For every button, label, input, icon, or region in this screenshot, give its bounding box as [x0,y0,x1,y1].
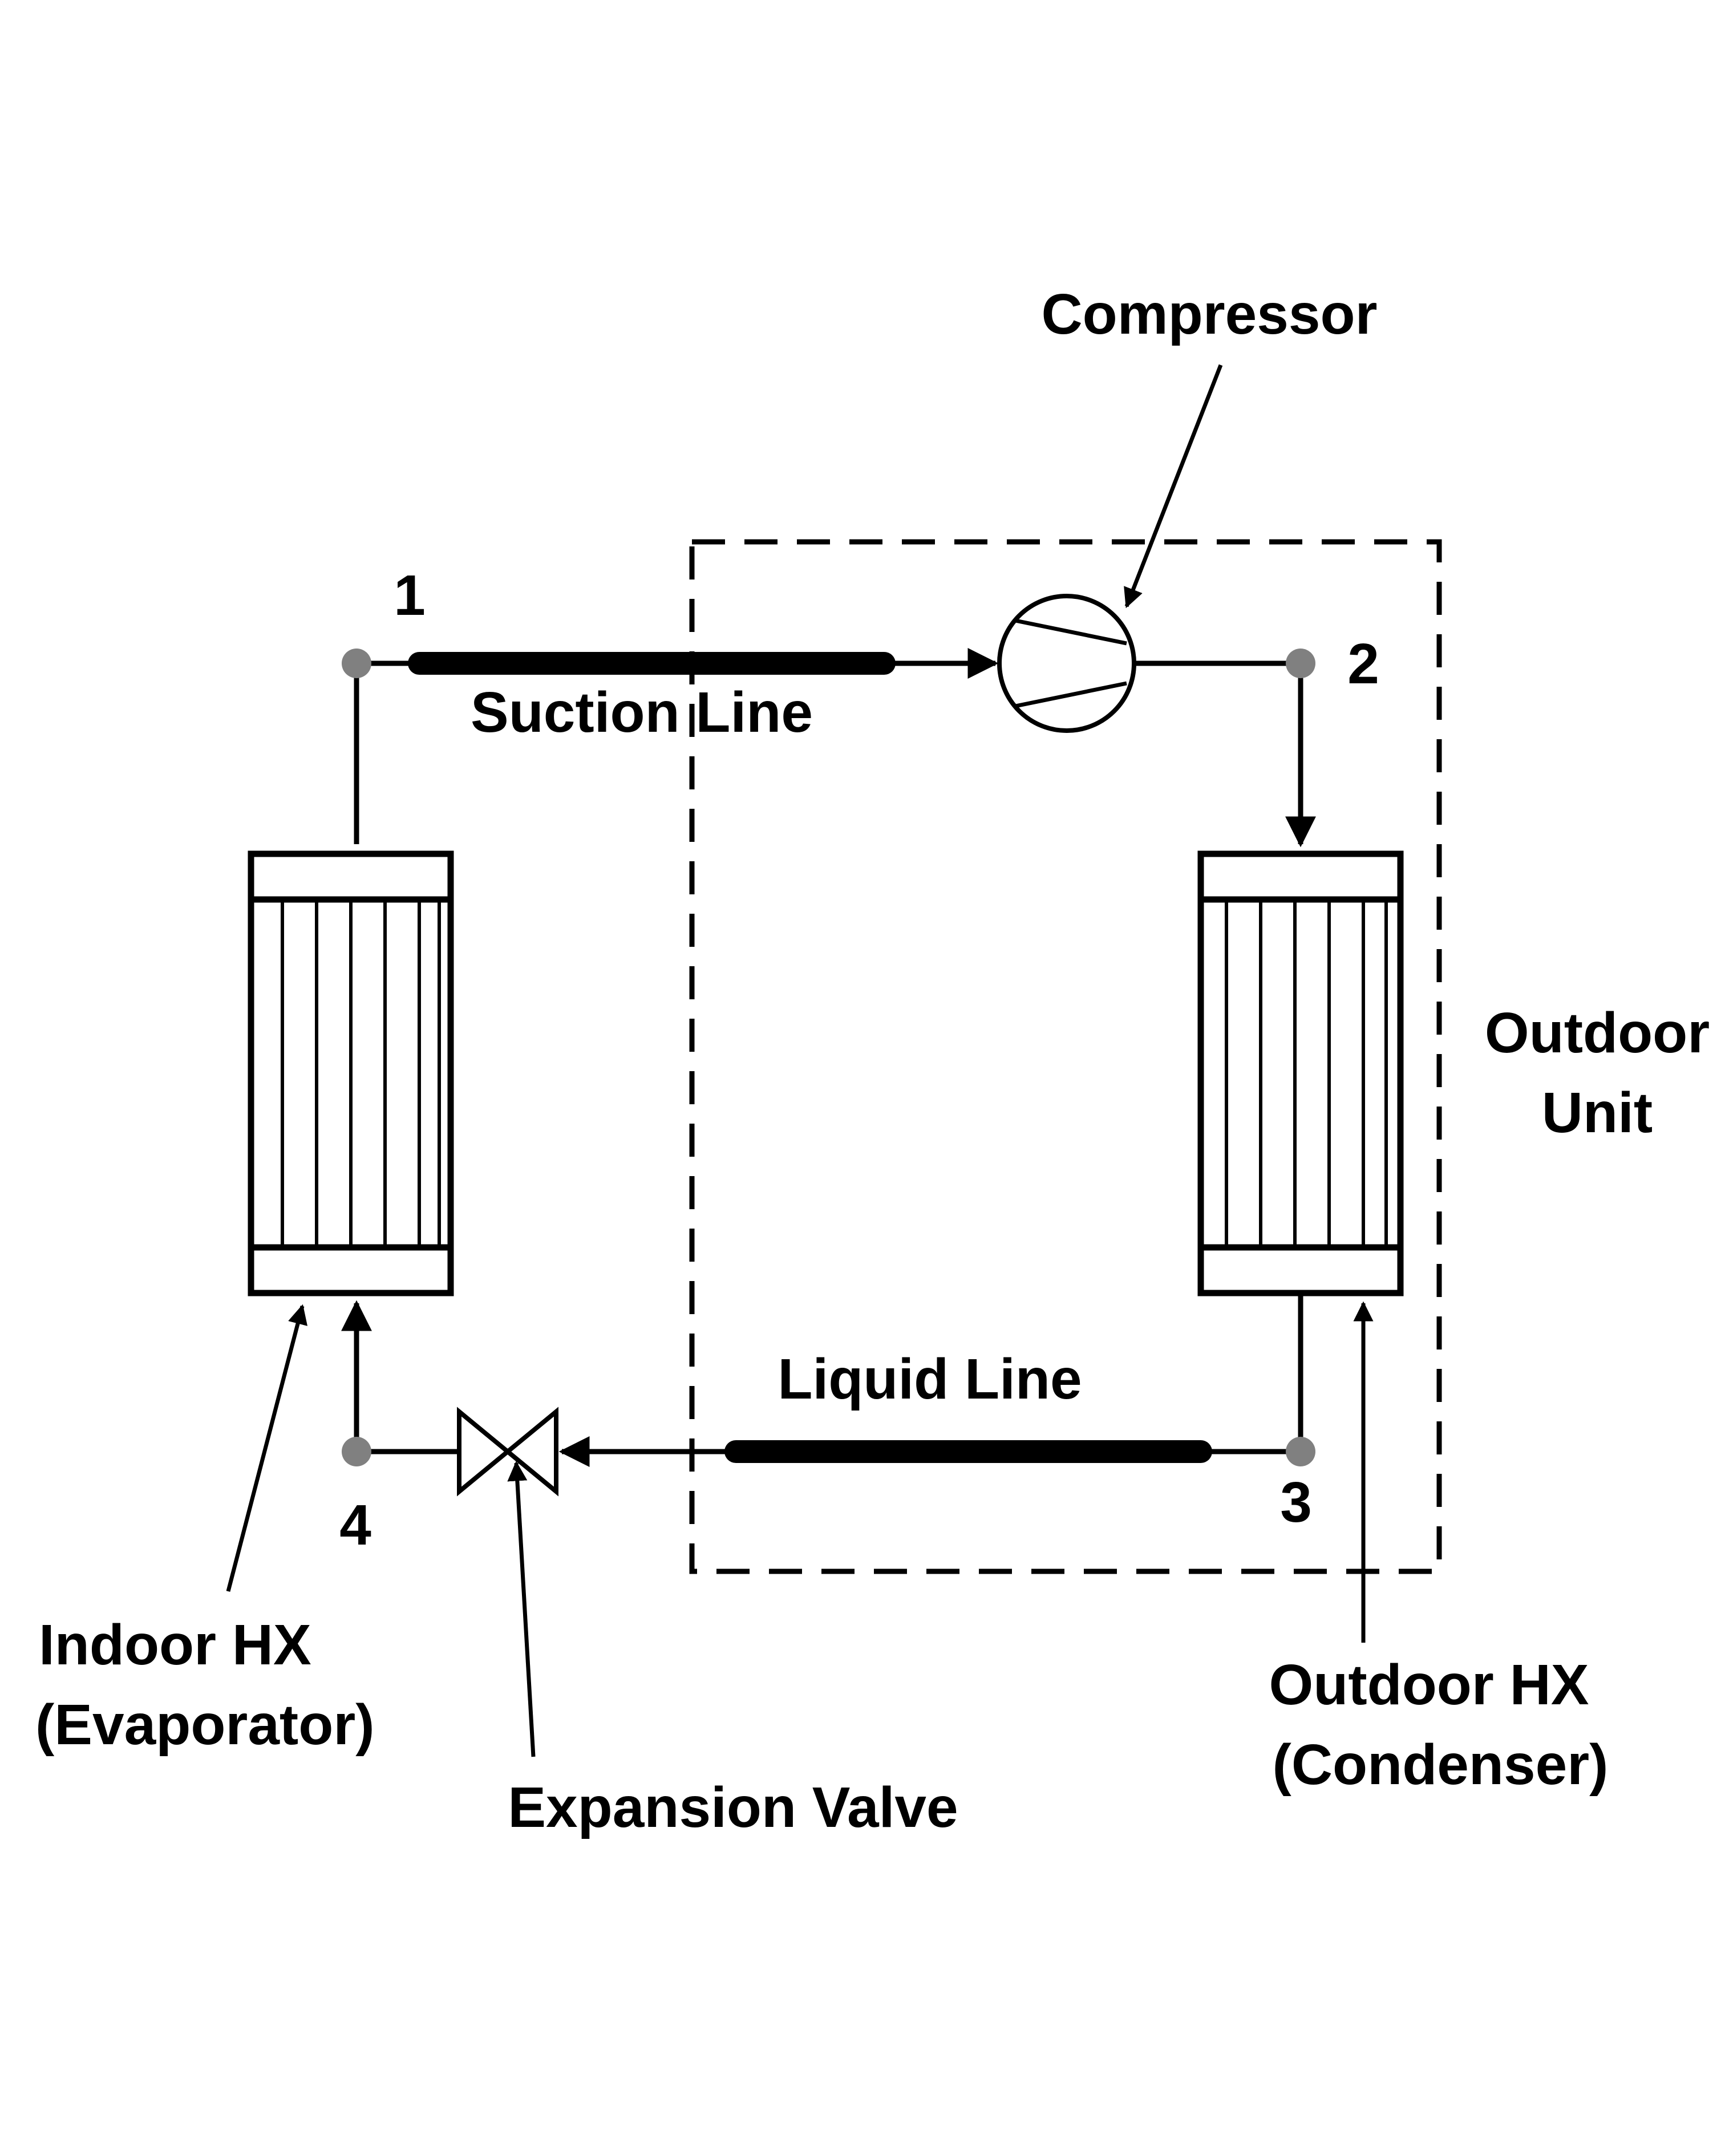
expansion-valve-icon [457,1407,558,1497]
state-point-3-node [1286,1437,1315,1466]
leader-compressor [1124,364,1223,609]
leader-expansion-valve [507,1461,536,1757]
state-point-3-label: 3 [1280,1470,1312,1534]
outdoor-hx-label-line2: (Condenser) [1273,1733,1609,1797]
state-point-1-node [342,649,371,678]
state-point-2-label: 2 [1347,632,1379,696]
leader-indoor-hx [226,1304,308,1592]
indoor-hx-label-line2: (Evaporator) [35,1693,375,1757]
state-point-4-node [342,1437,371,1466]
compressor-label: Compressor [1041,282,1377,346]
state-point-4-label: 4 [339,1493,371,1557]
outdoor-unit-boundary [689,539,1442,1574]
compressor-icon [997,594,1136,733]
outdoor-hx-label-line1: Outdoor HX [1269,1653,1589,1717]
state-point-2-node [1286,649,1315,678]
liquid-line-label: Liquid Line [778,1347,1082,1411]
expansion-valve-label: Expansion Valve [508,1776,958,1839]
indoor-hx-icon [248,850,454,1296]
outdoor-hx-icon [1197,850,1404,1296]
suction-line-label: Suction Line [471,680,813,744]
state-point-1-label: 1 [394,564,426,627]
indoor-hx-label-line1: Indoor HX [39,1613,311,1677]
outdoor-unit-label-line2: Unit [1542,1081,1653,1145]
outdoor-unit-label-line1: Outdoor [1485,1001,1710,1065]
